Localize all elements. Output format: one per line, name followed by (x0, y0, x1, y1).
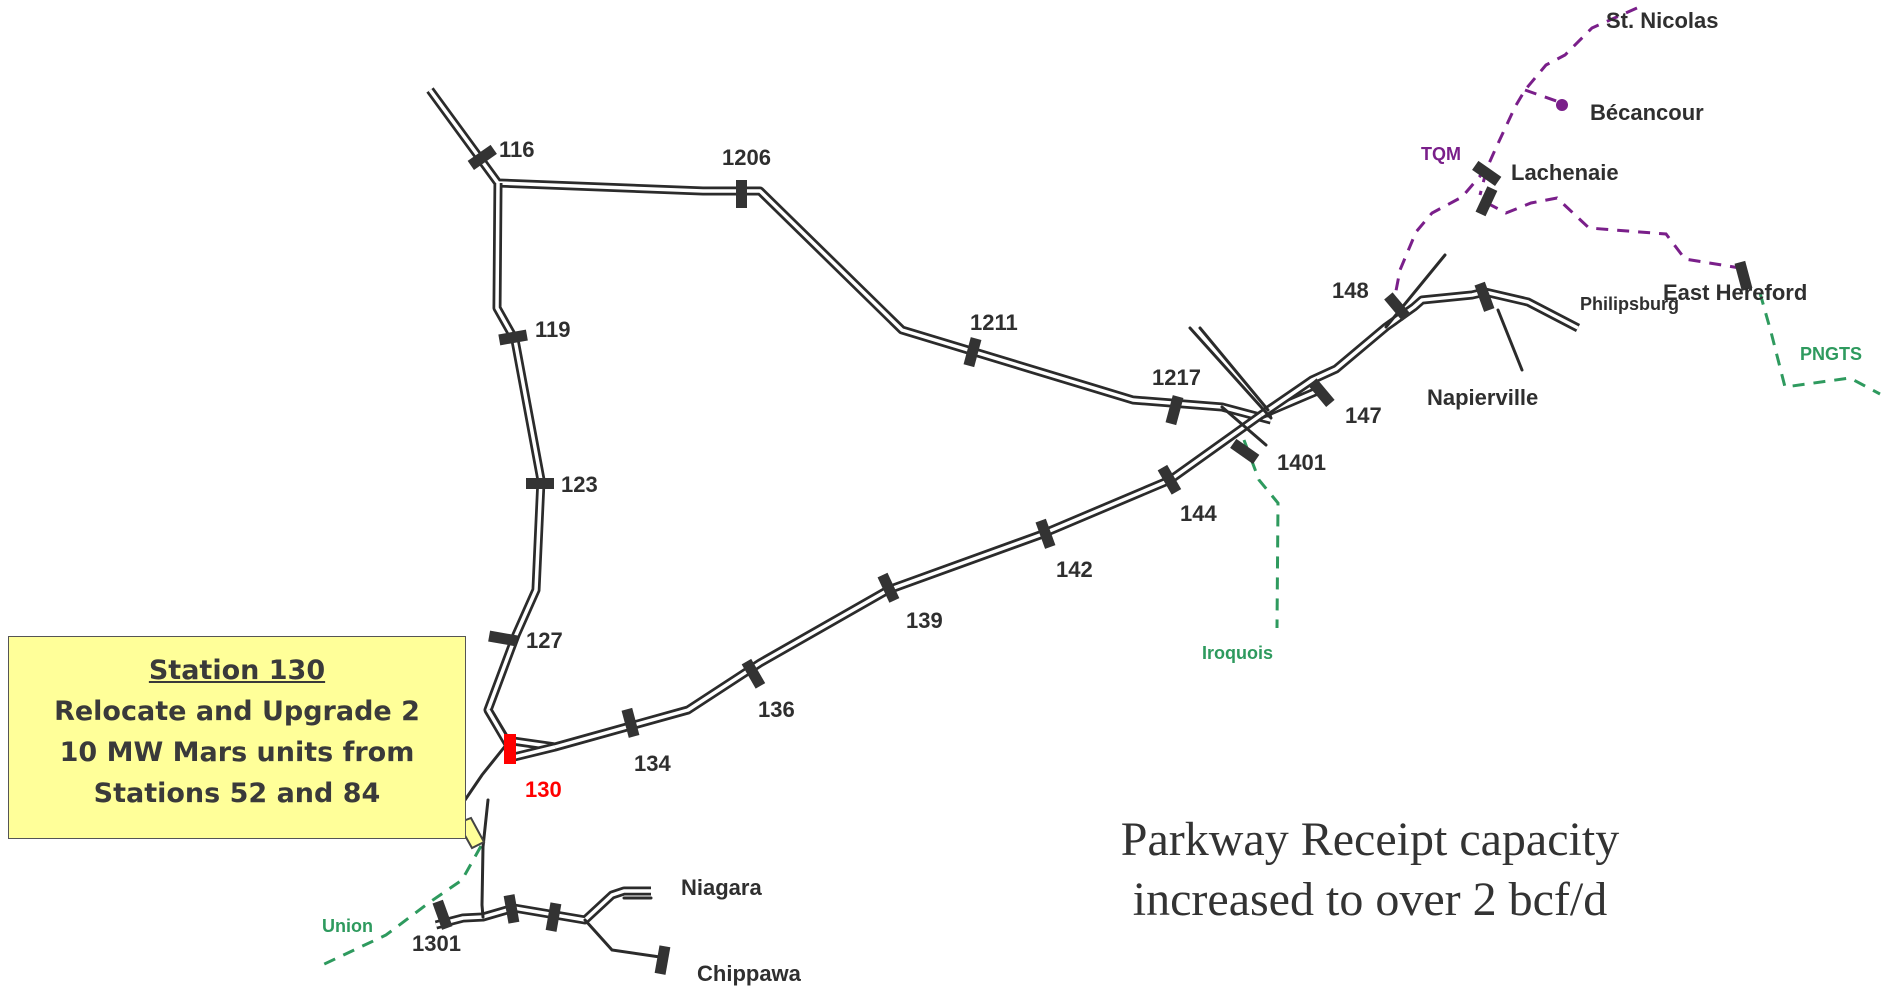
label-pngts: PNGTS (1800, 344, 1862, 364)
station-chippawa-marker (654, 945, 671, 975)
compressor-stations (432, 144, 1753, 975)
station-142-marker (1035, 518, 1056, 549)
station-119-marker (498, 329, 528, 346)
station-130-callout: Station 130 Relocate and Upgrade 2 10 MW… (8, 636, 466, 839)
station-130-marker (504, 734, 516, 764)
label-1211: 1211 (970, 310, 1018, 335)
callout-line-1: Relocate and Upgrade 2 (54, 696, 420, 727)
station-1401-marker (1230, 438, 1260, 464)
label-130: 130 (525, 777, 562, 802)
label-1206: 1206 (722, 145, 771, 170)
label-iroquois: Iroquois (1202, 643, 1273, 663)
capacity-note: Parkway Receipt capacity increased to ov… (1000, 810, 1740, 930)
station-134-marker (621, 707, 640, 738)
becancour-dot (1556, 99, 1568, 111)
station-144-marker (1157, 464, 1182, 495)
station-labels: 116 1206 119 123 127 130 134 136 139 142… (412, 137, 1382, 956)
callout-line-2: 10 MW Mars units from (59, 737, 415, 768)
station-mainline-a-marker (503, 894, 520, 924)
tqm-pipeline (1393, 6, 1741, 297)
label-1401: 1401 (1277, 450, 1326, 475)
label-st-nicolas: St. Nicolas (1606, 8, 1718, 33)
label-147: 147 (1345, 403, 1382, 428)
station-1206-marker (736, 180, 747, 208)
iroquois-pipeline (1242, 439, 1280, 629)
label-union: Union (322, 916, 373, 936)
label-139: 139 (906, 608, 943, 633)
station-123-marker (526, 478, 554, 489)
station-148-marker (1384, 292, 1411, 321)
station-147-marker (1308, 378, 1335, 407)
label-148: 148 (1332, 278, 1369, 303)
label-napierville: Napierville (1427, 385, 1538, 410)
capacity-note-line-1: Parkway Receipt capacity (1120, 813, 1620, 866)
mainline-pipes (426, 87, 1581, 930)
label-123: 123 (561, 472, 598, 497)
label-144: 144 (1180, 501, 1217, 526)
station-1301-marker (432, 899, 453, 930)
label-becancour: Bécancour (1590, 100, 1704, 125)
station-1217-marker (1165, 395, 1184, 426)
label-142: 142 (1056, 557, 1093, 582)
callout-line-3: Stations 52 and 84 (93, 778, 381, 809)
station-mainline-b-marker (545, 902, 562, 932)
label-chippawa: Chippawa (697, 961, 802, 986)
label-127: 127 (526, 628, 563, 653)
label-philipsburg: Philipsburg (1580, 294, 1679, 314)
station-139-marker (877, 572, 900, 603)
label-niagara: Niagara (681, 875, 762, 900)
station-lachenaie-marker-1 (1472, 160, 1502, 186)
station-lachenaie-marker-2 (1475, 186, 1498, 217)
label-east-hereford: East Hereford (1663, 280, 1807, 305)
station-136-marker (741, 658, 766, 689)
pipeline-labels: TQM PNGTS Iroquois Union (322, 144, 1862, 936)
callout-title: Station 130 (148, 655, 326, 686)
label-134: 134 (634, 751, 671, 776)
label-1217: 1217 (1152, 365, 1201, 390)
station-116-marker (467, 144, 497, 170)
label-tqm: TQM (1421, 144, 1461, 164)
capacity-note-line-2: increased to over 2 bcf/d (1132, 873, 1608, 926)
station-napierville-marker (1474, 281, 1495, 312)
station-east-hereford-marker (1734, 260, 1753, 291)
label-119: 119 (535, 317, 571, 342)
branch-lines (463, 253, 1524, 959)
place-labels: St. Nicolas Bécancour Lachenaie East Her… (681, 8, 1807, 986)
label-1301: 1301 (412, 931, 461, 956)
station-127-marker (488, 630, 518, 647)
pngts-pipeline (1758, 292, 1881, 396)
label-136: 136 (758, 697, 795, 722)
label-116: 116 (499, 137, 535, 162)
station-1211-marker (963, 337, 982, 368)
union-pipeline (317, 845, 483, 969)
label-lachenaie: Lachenaie (1511, 160, 1619, 185)
